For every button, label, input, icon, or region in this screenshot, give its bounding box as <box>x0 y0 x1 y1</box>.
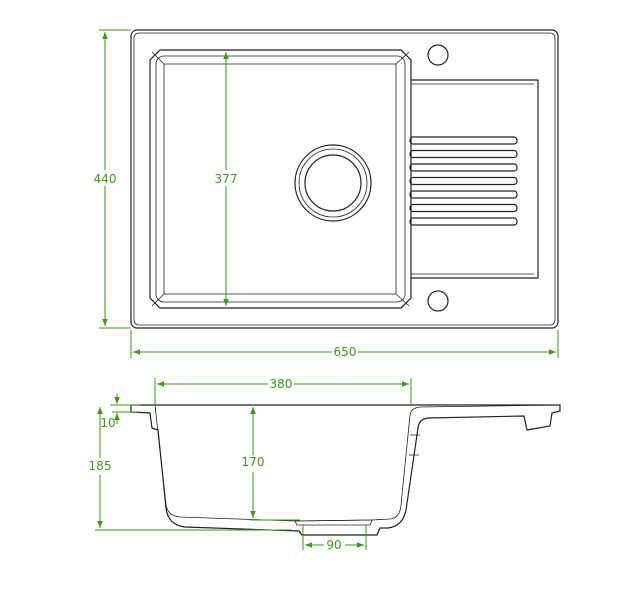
dimension-label: 90 <box>326 538 341 552</box>
drainboard <box>409 79 539 279</box>
top-view <box>130 29 559 329</box>
dimension-label: 650 <box>334 345 357 359</box>
sink-outline <box>130 29 559 329</box>
tap-hole-icon <box>427 44 449 66</box>
dimension-label: 10 <box>100 416 115 430</box>
drainboard-rib <box>409 190 518 199</box>
dimension-drain-diameter: 90 <box>302 525 367 552</box>
drain-icon <box>294 144 372 222</box>
dimension-overall-depth: 440 <box>94 29 131 329</box>
section-view <box>130 404 561 536</box>
drainboard-rib <box>409 149 518 159</box>
dimension-rim-thickness: 10 <box>100 394 140 430</box>
drainboard-rib <box>409 217 518 226</box>
dimension-overall-height: 185 <box>89 407 292 531</box>
section-outline <box>130 404 561 536</box>
dimension-bowl-width: 380 <box>154 377 412 406</box>
dimension-label: 185 <box>89 459 112 473</box>
drainboard-rib <box>409 136 518 145</box>
dimension-label: 377 <box>215 172 238 186</box>
dimension-overall-width: 650 <box>130 330 559 359</box>
dimension-label: 170 <box>242 455 265 469</box>
dimension-label: 380 <box>270 377 293 391</box>
dimension-label: 440 <box>94 172 117 186</box>
bowl-outline <box>149 49 412 309</box>
dimension-bowl-length: 377 <box>215 52 238 306</box>
drainboard-rib <box>409 176 518 186</box>
drainboard-rib <box>409 203 518 213</box>
dimension-bowl-depth: 170 <box>242 407 300 521</box>
tap-hole-icon <box>427 290 449 312</box>
drainboard-rib <box>409 163 518 172</box>
